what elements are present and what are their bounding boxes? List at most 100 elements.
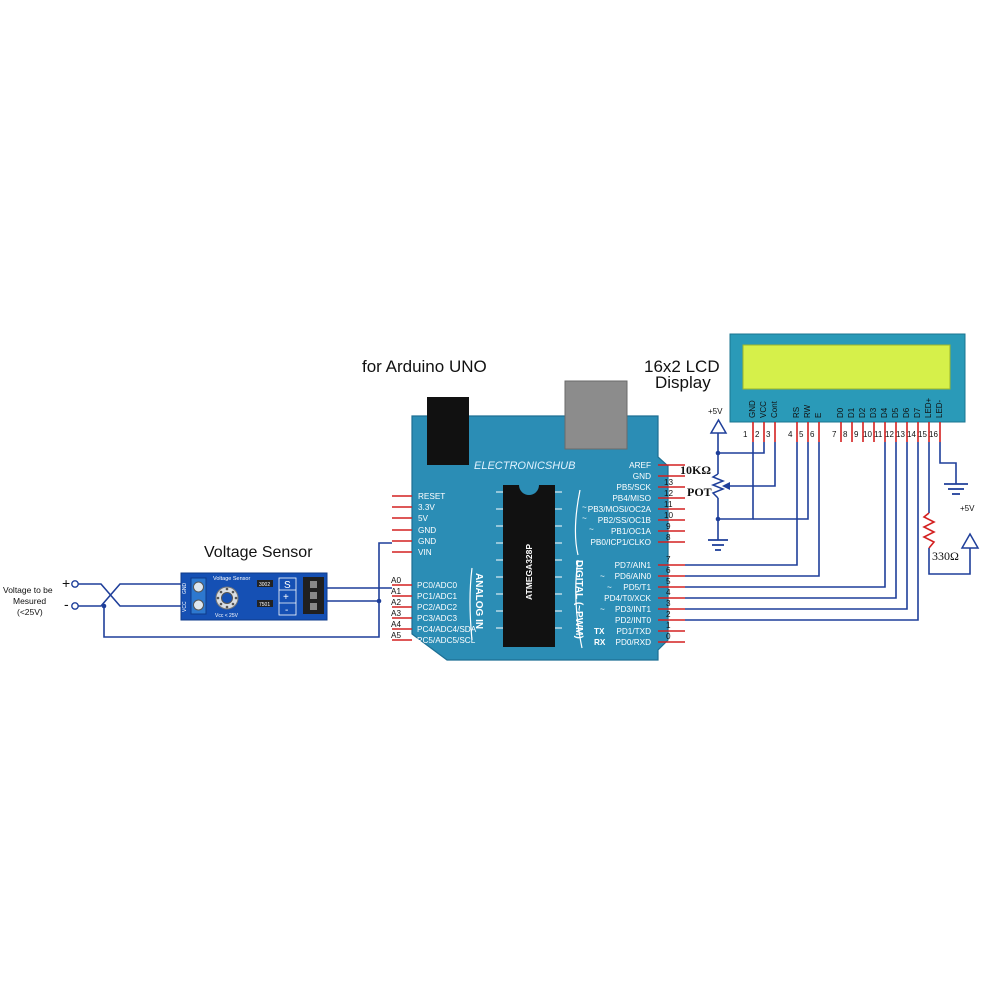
lcd-num-11: 11: [874, 430, 883, 439]
lcd-num-8: 8: [843, 430, 848, 439]
lcd-pin-d1: D1: [847, 407, 856, 418]
resistor-chip-2: [257, 600, 273, 607]
sensor-signal-labels: [278, 577, 297, 616]
lcd-num-12: 12: [885, 430, 894, 439]
pin-num-12: 12: [664, 489, 674, 498]
tx-label: TX: [594, 627, 605, 636]
power-pin-reset: RESET: [418, 492, 445, 501]
power-pin-gnd-2: GND: [418, 537, 436, 546]
lcd-pin-rw: RW: [803, 404, 812, 418]
lcd-pin-d3: D3: [869, 407, 878, 418]
analog-a4: A4: [391, 620, 401, 629]
analog-pin-pc2: PC2/ADC2: [417, 603, 457, 612]
pin-pd3: PD3/INT1: [615, 605, 651, 614]
power-header: [392, 495, 412, 553]
usb-port: [564, 380, 628, 450]
arduino-board: ELECTRONICSHUB ATMEGA328P ANALOG IN: [391, 380, 685, 661]
lcd-pin-d5: D5: [891, 407, 900, 418]
sensor-header-pins: [303, 577, 324, 614]
pot-value: 10KΩ: [680, 463, 711, 477]
pwm-tilde-3: ~: [600, 605, 605, 614]
pwm-tilde-9: ~: [589, 525, 594, 534]
pin-pb5: PB5/SCK: [616, 483, 651, 492]
mounting-hole-icon: [215, 586, 239, 610]
pwm-tilde-5: ~: [607, 583, 612, 592]
pin-pb4: PB4/MISO: [612, 494, 651, 503]
resistor-chip-1-code: 3002: [259, 582, 270, 588]
lcd-num-10: 10: [863, 430, 872, 439]
pin-num-3: 3: [666, 599, 671, 608]
lcd-num-9: 9: [854, 430, 859, 439]
pin-pd6: PD6/AIN0: [615, 572, 652, 581]
analog-a0: A0: [391, 576, 401, 585]
lcd-pin-e: E: [814, 413, 823, 418]
pin-num-6: 6: [666, 566, 671, 575]
lcd-pin-d7: D7: [913, 407, 922, 418]
lcd-pin-led-minus: LED-: [935, 399, 944, 418]
digital-header-top: [658, 464, 685, 543]
power-pin-gnd-1: GND: [418, 526, 436, 535]
rx-label: RX: [594, 638, 606, 647]
resistor-chip-2-code: 7501: [259, 602, 270, 608]
lcd-title-line2: Display: [655, 373, 711, 392]
pwm-tilde-6: ~: [600, 572, 605, 581]
analog-pin-pc5: PC5/ADC5/SCL: [417, 636, 476, 645]
pin-num-10: 10: [664, 511, 674, 520]
pin-pb2: PB2/SS/OC1B: [598, 516, 652, 525]
input-plus-terminal: [71, 580, 79, 588]
vcc-right-label: +5V: [960, 504, 975, 513]
analog-in-header: ANALOG IN: [473, 573, 484, 629]
analog-bracket: [469, 567, 473, 641]
lcd-num-16: 16: [929, 430, 938, 439]
pin-pd5: PD5/T1: [623, 583, 651, 592]
pin-num-4: 4: [666, 588, 671, 597]
sensor-pin-vcc-label: VCC: [182, 601, 188, 612]
digital-header-bottom: [658, 564, 685, 643]
input-plus-sign: +: [62, 575, 70, 591]
lcd-num-2: 2: [755, 430, 760, 439]
sensor-title: Voltage Sensor: [204, 544, 313, 561]
pin-num-2: 2: [666, 610, 671, 619]
analog-a1: A1: [391, 587, 401, 596]
lcd-num-4: 4: [788, 430, 793, 439]
analog-header: [392, 584, 412, 641]
lcd-num-6: 6: [810, 430, 815, 439]
pot-wires: [715, 433, 809, 540]
pin-pb1: PB1/OC1A: [611, 527, 652, 536]
analog-pin-pc3: PC3/ADC3: [417, 614, 457, 623]
screw-terminal: [190, 577, 207, 615]
power-pin-5v: 5V: [418, 514, 429, 523]
lcd-pin-d4: D4: [880, 407, 889, 418]
digital-bracket: [574, 489, 581, 556]
lcd-num-14: 14: [907, 430, 916, 439]
pwm-tilde-11: ~: [582, 503, 587, 512]
resistor-330-label: 330Ω: [932, 549, 959, 563]
pin-num-11: 11: [664, 500, 673, 509]
lcd-pin-labels: GND VCC Cont RS RW E D0 D1 D2 D3 D4 D5 D…: [748, 397, 944, 418]
lcd-pin-vcc: VCC: [759, 401, 768, 418]
atmega-chip: [496, 485, 562, 647]
sensor-signal-plus: +: [283, 592, 289, 603]
analog-a5: A5: [391, 631, 401, 640]
lcd-pin-d0: D0: [836, 407, 845, 418]
lcd-pin-stubs: [752, 422, 941, 442]
pin-num-8: 8: [666, 533, 671, 542]
pin-num-0: 0: [666, 632, 671, 641]
ground-left-icon: [708, 539, 728, 551]
potentiometer-symbol: [710, 473, 730, 499]
lcd-title-line1: 16x2 LCD: [644, 357, 720, 376]
lcd-num-7: 7: [832, 430, 837, 439]
lcd-pin-numbers: 1 2 3 4 5 6 7 8 9 10 11 12 13 14 15 16: [743, 430, 938, 439]
chip-label: ATMEGA328P: [524, 544, 534, 600]
pin-pd0: PD0/RXD: [616, 638, 652, 647]
pin-num-5: 5: [666, 577, 671, 586]
pin-num-9: 9: [666, 522, 671, 531]
pin-pd4: PD4/T0/XCK: [604, 594, 651, 603]
pin-num-13: 13: [664, 478, 674, 487]
analog-pin-pc0: PC0/ADC0: [417, 581, 457, 590]
analog-a2: A2: [391, 598, 401, 607]
lcd-data-wires: [685, 442, 919, 621]
lcd-display: [729, 333, 966, 423]
input-wires: [78, 542, 392, 638]
